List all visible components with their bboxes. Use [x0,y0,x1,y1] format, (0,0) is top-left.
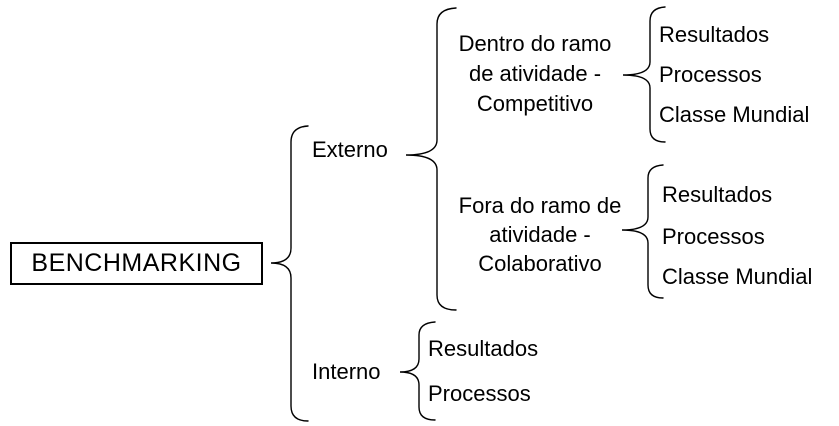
externo-brace [405,7,457,311]
node-colaborativo-line3: Colaborativo [478,251,602,276]
interno-brace [399,321,436,421]
branch-externo-label: Externo [312,137,388,162]
node-competitivo-line3: Competitivo [476,91,594,116]
node-competitivo-line2: de atividade - [468,61,602,86]
root-node-box: BENCHMARKING [10,242,263,285]
competitivo-item-resultados: Resultados [659,22,770,47]
root-brace [270,125,309,422]
interno-item-resultados: Resultados [428,336,539,361]
colaborativo-item-processos: Processos [662,224,765,249]
branch-interno-label: Interno [312,359,381,384]
competitivo-item-processos: Processos [659,62,762,87]
node-colaborativo-line1: Fora do ramo de [458,193,622,218]
root-node-label: BENCHMARKING [31,249,242,277]
competitivo-brace [622,6,666,143]
colaborativo-item-resultados: Resultados [662,182,773,207]
node-competitivo-label: Dentro do ramo de atividade - Competitiv… [437,29,633,119]
interno-item-processos: Processos [428,381,531,406]
node-competitivo-line1: Dentro do ramo [458,31,612,56]
colaborativo-brace [621,164,664,299]
node-colaborativo-line2: atividade - [489,222,591,247]
colaborativo-item-classe-mundial: Classe Mundial [662,264,813,289]
node-colaborativo-label: Fora do ramo de atividade - Colaborativo [437,191,643,278]
competitivo-item-classe-mundial: Classe Mundial [659,102,810,127]
